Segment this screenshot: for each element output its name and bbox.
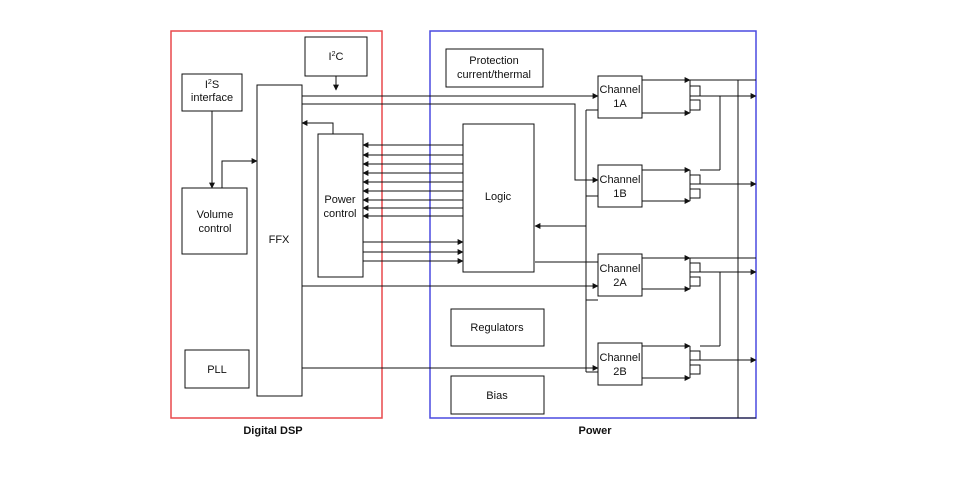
output-stage-1b [642, 96, 757, 204]
output-stage-2a [642, 255, 757, 292]
protection-block: Protection current/thermal [445, 48, 544, 88]
svg-text:current/thermal: current/thermal [457, 69, 531, 81]
svg-text:Protection: Protection [469, 55, 519, 67]
svg-text:Power: Power [324, 194, 356, 206]
svg-text:I2C: I2C [329, 51, 344, 63]
output-stage-2b [642, 272, 757, 381]
svg-text:Regulators: Regulators [470, 322, 524, 334]
svg-text:Channel: Channel [600, 352, 641, 364]
connections [209, 76, 599, 373]
svg-text:Volume: Volume [197, 209, 234, 221]
svg-text:Channel: Channel [600, 84, 641, 96]
digital-dsp-frame [170, 30, 383, 419]
pll-block: PLL [184, 349, 250, 389]
svg-text:interface: interface [191, 92, 233, 104]
svg-text:control: control [198, 223, 231, 235]
output-stages [642, 77, 757, 419]
digital-dsp-label: Digital DSP [243, 425, 302, 437]
svg-text:FFX: FFX [269, 234, 290, 246]
output-stage-1a [642, 77, 757, 418]
i2s-interface-block: I2S interface [181, 73, 243, 112]
bias-block: Bias [450, 375, 545, 415]
ffx-block: FFX [256, 84, 303, 397]
svg-text:2A: 2A [613, 277, 627, 289]
volume-control-block: Volume control [181, 187, 248, 255]
power-label: Power [578, 425, 612, 437]
channel-2a-block: Channel 2A [597, 253, 643, 297]
logic-block: Logic [462, 123, 535, 273]
regulators-block: Regulators [450, 308, 545, 347]
i2c-block: I2C [304, 36, 368, 77]
svg-text:Bias: Bias [486, 390, 508, 402]
svg-text:I2S: I2S [205, 79, 219, 91]
svg-text:1A: 1A [613, 98, 627, 110]
svg-text:Logic: Logic [485, 191, 512, 203]
channel-2b-block: Channel 2B [597, 342, 643, 386]
svg-text:Channel: Channel [600, 263, 641, 275]
svg-text:PLL: PLL [207, 364, 227, 376]
svg-text:control: control [323, 208, 356, 220]
power-frame [429, 30, 757, 419]
svg-text:2B: 2B [613, 366, 626, 378]
power-control-block: Power control [317, 133, 364, 278]
channel-1b-block: Channel 1B [597, 164, 643, 208]
svg-text:1B: 1B [613, 188, 626, 200]
channel-1a-block: Channel 1A [597, 75, 643, 119]
svg-text:Channel: Channel [600, 174, 641, 186]
